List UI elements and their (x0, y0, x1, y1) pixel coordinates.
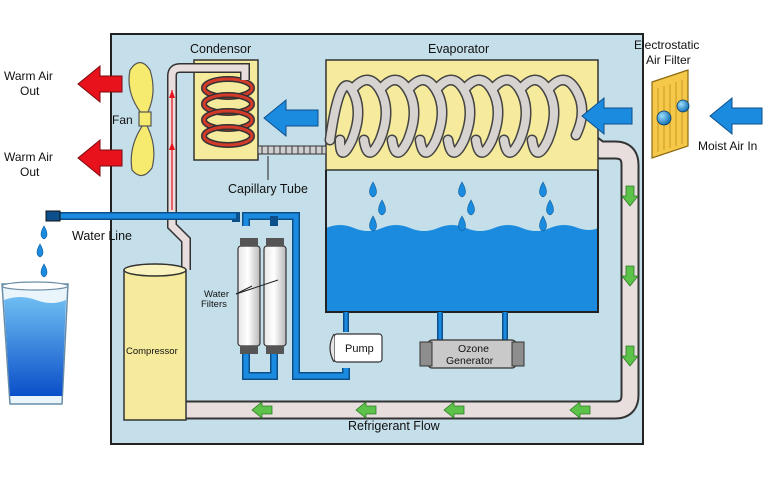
condenser-coil (201, 76, 255, 148)
arrow-icon (77, 138, 123, 178)
water-plumbing (58, 212, 508, 380)
compressor (123, 263, 187, 421)
arrow-icon (569, 401, 591, 419)
water-drop-icon (458, 215, 466, 232)
water-filters-label-line1: Water (204, 289, 229, 300)
warm-air-arrows (77, 64, 123, 178)
pump-label: Pump (345, 343, 374, 355)
pump (329, 333, 383, 363)
water-line-nozzle (45, 210, 61, 222)
ozone-generator (419, 339, 525, 369)
water-drop-icon (40, 263, 48, 278)
capillary-tube (257, 145, 327, 180)
dripping-water (36, 225, 48, 278)
filter-label-line2: Air Filter (646, 53, 691, 67)
compressor-label: Compressor (126, 346, 178, 357)
water-drop-icon (369, 215, 377, 232)
water-filters-label-line2: Filters (201, 299, 227, 310)
evaporator-label: Evaporator (428, 42, 489, 56)
warm-air-out-1-line2: Out (20, 84, 40, 98)
water-drop-icon (539, 181, 547, 198)
filter-label-line1: Electrostatic (634, 38, 699, 52)
arrow-icon (355, 401, 377, 419)
refrigerant-flow-label: Refrigerant Flow (348, 419, 441, 433)
refrigerant-loop (186, 127, 640, 420)
water-drop-icon (40, 225, 48, 240)
fan-label: Fan (112, 113, 133, 127)
water-line-label: Water Line (72, 229, 132, 243)
moist-air-label: Moist Air In (698, 139, 757, 153)
water-drop-icon (378, 199, 386, 216)
water-drop-icon (546, 199, 554, 216)
glass-icon (1, 281, 69, 405)
refrigerant-line-up (167, 63, 250, 270)
water-drop-icon (539, 215, 547, 232)
ozone-label-line1: Ozone (458, 343, 489, 355)
water-drop-icon (467, 199, 475, 216)
arrow-icon (263, 98, 319, 138)
evaporator-coil (324, 74, 588, 158)
refrigerant-flow-arrows (251, 185, 639, 419)
warm-air-out-2-line1: Warm Air (4, 150, 53, 164)
water-filters (235, 238, 287, 354)
arrow-icon (443, 401, 465, 419)
fan-icon (128, 61, 155, 177)
ozone-label-line2: Generator (446, 355, 494, 367)
capillary-tube-label: Capillary Tube (228, 182, 308, 196)
warm-air-out-1-line1: Warm Air (4, 69, 53, 83)
water-tank (325, 170, 599, 313)
arrow-icon (621, 265, 639, 287)
water-drop-icon (458, 181, 466, 198)
arrow-icon (251, 401, 273, 419)
arrow-icon (621, 345, 639, 367)
arrow-icon (709, 96, 763, 136)
cool-air-arrows (263, 96, 763, 138)
electrostatic-filter (651, 69, 690, 159)
water-drops (369, 181, 554, 232)
arrow-icon (621, 185, 639, 207)
warm-air-out-2-line2: Out (20, 165, 40, 179)
arrow-icon (77, 64, 123, 104)
condenser-label: Condensor (190, 42, 251, 56)
water-drop-icon (369, 181, 377, 198)
water-drop-icon (36, 243, 44, 258)
arrow-icon (581, 96, 633, 136)
